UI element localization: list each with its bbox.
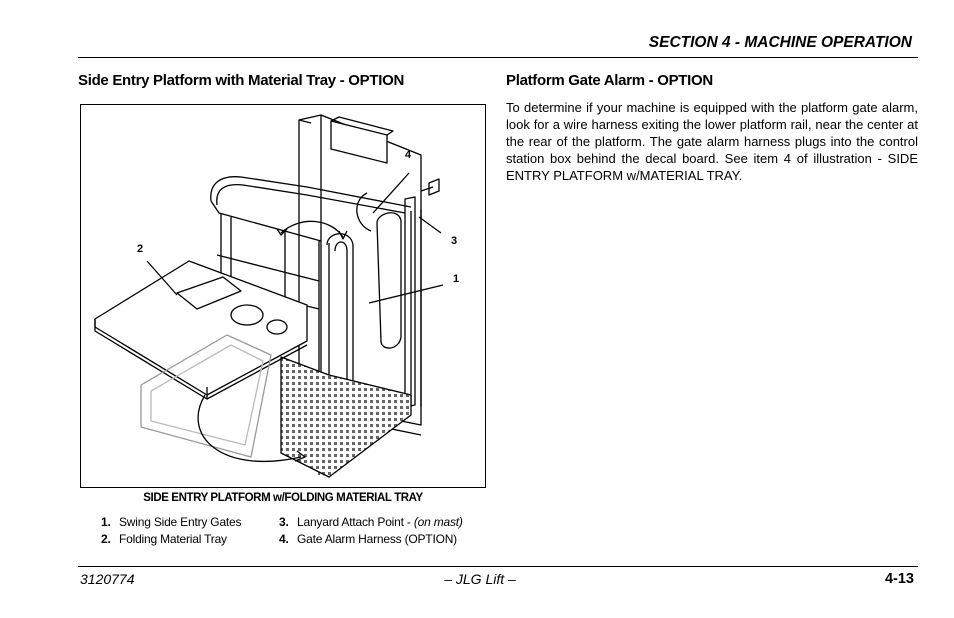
- legend-item-4: 4. Gate Alarm Harness (OPTION): [279, 532, 457, 546]
- callout-1: 1: [453, 273, 460, 285]
- figure-caption: SIDE ENTRY PLATFORM w/FOLDING MATERIAL T…: [143, 492, 423, 504]
- left-heading: Side Entry Platform with Material Tray -…: [78, 72, 404, 89]
- right-heading: Platform Gate Alarm - OPTION: [506, 72, 713, 89]
- legend-num: 2.: [101, 532, 111, 546]
- legend-text: Folding Material Tray: [119, 532, 227, 546]
- legend-text: Lanyard Attach Point -: [297, 515, 414, 529]
- legend-item-2: 2. Folding Material Tray: [101, 532, 227, 546]
- callout-4: 4: [405, 149, 412, 161]
- legend-text: Gate Alarm Harness (OPTION): [297, 532, 457, 546]
- platform-illustration: [94, 114, 444, 478]
- legend-num: 3.: [279, 515, 289, 529]
- header-rule: [78, 57, 918, 58]
- page-number: 4-13: [884, 571, 914, 587]
- legend-item-3: 3. Lanyard Attach Point - (on mast): [279, 515, 463, 529]
- legend-text: Swing Side Entry Gates: [119, 515, 242, 529]
- figure-frame: 4 2 3 1: [80, 104, 486, 488]
- document-number: 3120774: [80, 571, 135, 587]
- footer-brand: – JLG Lift –: [444, 571, 516, 587]
- callout-3: 3: [451, 235, 458, 247]
- legend-num: 4.: [279, 532, 289, 546]
- section-title: SECTION 4 - MACHINE OPERATION: [648, 34, 912, 51]
- legend-item-1: 1. Swing Side Entry Gates: [101, 515, 242, 529]
- footer-rule: [78, 566, 918, 567]
- callout-2: 2: [137, 243, 144, 255]
- legend-extra: (on mast): [413, 515, 463, 529]
- body-paragraph: To determine if your machine is equipped…: [506, 100, 918, 183]
- legend-num: 1.: [101, 515, 111, 529]
